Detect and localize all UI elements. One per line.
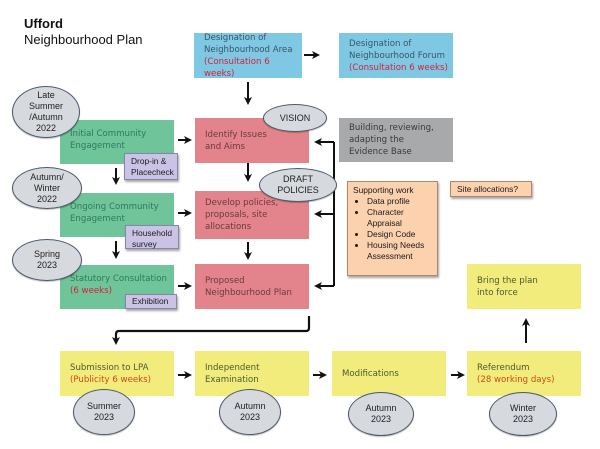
initial-engagement-line2: Engagement [70, 141, 125, 151]
timing-text: 2023 [512, 414, 533, 424]
ongoing-engagement-line2: Engagement [70, 214, 125, 224]
into-force-line2: into force [477, 287, 518, 298]
timing-bubble-initial: Late Summer /Autumn 2022 [12, 86, 80, 138]
develop-policies-line3: allocations [205, 222, 252, 232]
timing-text: 2023 [36, 260, 57, 270]
proposed-plan-line2: Neighbourhood Plan [205, 287, 292, 298]
supporting-work-item: Housing Needs Assessment [367, 240, 432, 262]
activity-note-line: Household [132, 228, 173, 238]
designation-area-line2: Neighbourhood Area [204, 44, 293, 55]
draft-policies-text: DRAFT [282, 174, 313, 184]
modifications-box: Modifications [332, 351, 446, 396]
designation-area-note: (Consultation 6 weeks) [204, 56, 270, 79]
evidence-base-line1: Building, reviewing, [349, 123, 434, 133]
proposed-plan-line1: Proposed [205, 275, 245, 286]
designation-area-line1: Designation of [204, 32, 267, 43]
ongoing-engagement-box: Ongoing Community Engagement [60, 193, 174, 237]
designation-forum-note: (Consultation 6 weeks) [349, 62, 448, 73]
identify-issues-line1: Identify Issues [205, 129, 267, 140]
activity-note-line: Exhibition [132, 296, 169, 306]
supporting-work-list: Data profile Character Appraisal Design … [353, 196, 432, 262]
draft-policies-bubble: DRAFT POLICIES [259, 168, 337, 202]
activity-note-line: survey [132, 239, 157, 249]
referendum-box: Referendum (28 working days) [467, 351, 581, 396]
statutory-consultation-note: (6 weeks) [70, 286, 112, 296]
timing-text: 2022 [36, 193, 58, 204]
activity-note-household-survey: Household survey [125, 225, 179, 249]
submission-note: (Publicity 6 weeks) [70, 374, 151, 385]
proposed-plan-box: Proposed Neighbourhood Plan [195, 264, 309, 309]
supporting-work-item: Design Code [367, 229, 432, 240]
activity-note-line: Placecheck [131, 167, 174, 177]
timing-text: Summer [28, 101, 63, 111]
supporting-work-item: Character Appraisal [367, 207, 432, 229]
timing-text: Late [37, 90, 55, 100]
examination-line2: Examination [205, 374, 259, 385]
evidence-base-line2: adapting the [349, 135, 404, 145]
timing-bubble-statutory: Spring 2023 [12, 239, 82, 281]
timing-text: Spring [33, 249, 60, 259]
ongoing-engagement-line1: Ongoing Community [70, 202, 159, 212]
draft-policies-text: POLICIES [277, 185, 319, 195]
timing-text: Winter [33, 182, 60, 193]
evidence-base-line3: Evidence Base [349, 147, 412, 157]
activity-note-line: Drop-in & [131, 156, 167, 166]
identify-issues-line2: and Aims [205, 141, 246, 152]
timing-text: /Autumn [29, 112, 63, 122]
diagram-subtitle: Neighbourhood Plan [24, 32, 143, 47]
activity-note-exhibition: Exhibition [125, 294, 177, 309]
referendum-note: (28 working days) [477, 374, 555, 385]
into-force-line1: Bring the plan [477, 275, 538, 286]
vision-bubble-text: VISION [279, 112, 311, 123]
initial-engagement-line1: Initial Community [70, 129, 147, 139]
timing-text: 2023 [93, 412, 114, 422]
timing-text: Winter [509, 403, 536, 413]
into-force-box: Bring the plan into force [467, 264, 581, 309]
timing-bubble-examination: Autumn 2023 [219, 389, 281, 435]
develop-policies-line1: Develop policies, [205, 198, 279, 208]
develop-policies-line2: proposals, site [205, 210, 268, 220]
vision-bubble: VISION [263, 104, 327, 132]
timing-bubble-ongoing: Autumn/ Winter 2022 [12, 167, 82, 209]
designation-forum-line1: Designation of [349, 38, 412, 49]
timing-bubble-submission: Summer 2023 [73, 389, 135, 435]
examination-box: Independent Examination [195, 351, 309, 396]
timing-bubble-modifications: Autumn 2023 [348, 392, 414, 436]
designation-forum-line2: Neighbourhood Forum [349, 50, 445, 61]
submission-line1: Submission to LPA [70, 362, 149, 373]
timing-text: 2023 [370, 414, 392, 424]
modifications-line1: Modifications [342, 368, 399, 379]
supporting-work-note: Supporting work Data profile Character A… [347, 181, 438, 276]
timing-text: Summer [86, 401, 121, 411]
site-allocations-text: Site allocations? [457, 184, 518, 194]
designation-forum-box: Designation of Neighbourhood Forum (Cons… [339, 33, 453, 78]
activity-note-drop-in: Drop-in & Placecheck [124, 153, 178, 180]
referendum-line1: Referendum [477, 362, 530, 373]
examination-line1: Independent [205, 362, 260, 373]
evidence-base-box: Building, reviewing, adapting the Eviden… [339, 118, 453, 162]
timing-text: Autumn [365, 403, 397, 413]
arrow-proposed-to-submission [112, 316, 311, 345]
supporting-work-heading: Supporting work [353, 185, 414, 195]
supporting-work-item: Data profile [367, 196, 432, 207]
timing-bubble-referendum: Winter 2023 [489, 392, 557, 436]
submission-box: Submission to LPA (Publicity 6 weeks) [60, 351, 174, 396]
diagram-title: Ufford [24, 16, 63, 31]
timing-text: Autumn [234, 401, 266, 411]
timing-text: 2022 [35, 123, 56, 133]
site-allocations-note: Site allocations? [450, 181, 532, 197]
timing-text: 2023 [239, 412, 261, 422]
timing-text: Autumn/ [30, 171, 64, 182]
statutory-consultation-line1: Statutory Consultation [70, 274, 167, 284]
designation-area-box: Designation of Neighbourhood Area (Consu… [194, 32, 302, 79]
